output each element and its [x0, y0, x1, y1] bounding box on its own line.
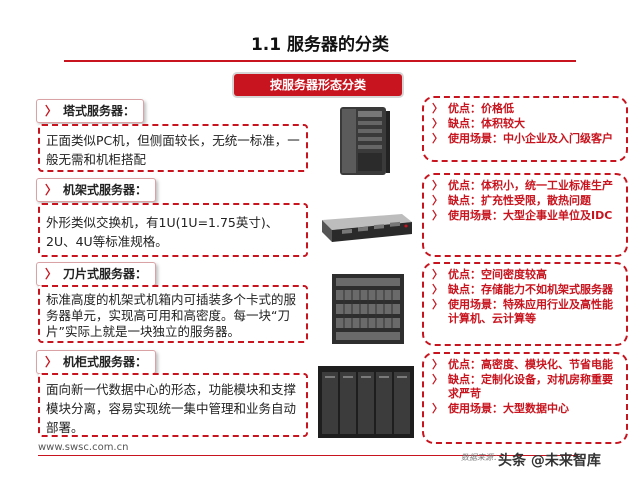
section-label-blade: 〉刀片式服务器： [36, 262, 157, 286]
chevron-right-icon: 〉 [432, 117, 443, 130]
page-title: 1.1 服务器的分类 [250, 35, 390, 55]
procon-cabinet: 〉优点：高密度、模块化、节省电能 〉缺点：定制化设备，对机房称重要求严苛 〉使用… [422, 352, 628, 444]
section-title: 刀片式服务器： [63, 267, 148, 281]
description-blade: 标准高度的机架式机箱内可插装多个卡式的服务器单元，实现高可用和高密度。每一块“刀… [38, 285, 308, 343]
tower-server-image [340, 107, 390, 175]
footer-divider [38, 455, 578, 456]
description-rack: 外形类似交换机，有1U(1U=1.75英寸)、2U、4U等标准规格。 [38, 203, 308, 257]
source-text: 数据来源： [461, 453, 501, 462]
chevron-right-icon: 〉 [432, 283, 443, 296]
section-title: 机柜式服务器： [63, 355, 148, 369]
description-tower: 正面类似PC机，但侧面较长，无统一标准，一般无需和机柜搭配 [38, 124, 308, 172]
chevron-right-icon: 〉 [432, 132, 443, 145]
chevron-right-icon: 〉 [432, 298, 443, 311]
chevron-right-icon: 〉 [432, 209, 443, 222]
scenario-item: 〉使用场景：中小企业及入门级客户 [432, 132, 613, 145]
section-label-rack: 〉机架式服务器： [36, 178, 157, 202]
chevron-right-icon: 〉 [432, 179, 443, 192]
description-cabinet: 面向新一代数据中心的形态，功能模块和支撑模块分离，容易实现统一集中管理和业务自动… [38, 373, 308, 437]
chevron-right-icon: 〉 [45, 355, 58, 369]
category-label: 按服务器形态分类 [234, 74, 402, 96]
chevron-right-icon: 〉 [432, 194, 443, 207]
chevron-right-icon: 〉 [432, 102, 443, 115]
scenario-item: 〉使用场景：大型数据中心 [432, 402, 569, 415]
chevron-right-icon: 〉 [45, 267, 58, 281]
section-label-cabinet: 〉机柜式服务器： [36, 350, 157, 374]
cabinet-server-image [318, 366, 414, 438]
rack-server-image [322, 214, 412, 242]
pro-item: 〉优点：高密度、模块化、节省电能 [432, 358, 613, 371]
chevron-right-icon: 〉 [432, 373, 443, 386]
chevron-right-icon: 〉 [45, 183, 58, 197]
con-item: 〉缺点：定制化设备，对机房称重要求严苛 [432, 373, 613, 400]
procon-tower: 〉优点：价格低 〉缺点：体积较大 〉使用场景：中小企业及入门级客户 [422, 96, 628, 162]
title-divider [64, 60, 576, 62]
procon-blade: 〉优点：空间密度较高 〉缺点：存储能力不如机架式服务器 〉使用场景：特殊应用行业… [422, 262, 628, 346]
chevron-right-icon: 〉 [432, 358, 443, 371]
scenario-item: 〉使用场景：大型企事业单位及IDC [432, 209, 613, 222]
pro-item: 〉优点：体积小，统一工业标准生产 [432, 179, 613, 192]
chevron-right-icon: 〉 [45, 104, 58, 118]
scenario-item: 〉使用场景：特殊应用行业及高性能计算机、云计算等 [432, 298, 613, 325]
section-label-tower: 〉塔式服务器： [36, 99, 145, 123]
section-title: 机架式服务器： [63, 183, 148, 197]
watermark: 头条 @未来智库 [498, 453, 601, 469]
chevron-right-icon: 〉 [432, 402, 443, 415]
con-item: 〉缺点：扩充性受限，散热问题 [432, 194, 591, 207]
section-title: 塔式服务器： [63, 104, 136, 118]
pro-item: 〉优点：价格低 [432, 102, 514, 115]
procon-rack: 〉优点：体积小，统一工业标准生产 〉缺点：扩充性受限，散热问题 〉使用场景：大型… [422, 173, 628, 257]
footer-url: www.swsc.com.cn [38, 442, 129, 453]
blade-server-image [332, 274, 404, 344]
con-item: 〉缺点：体积较大 [432, 117, 525, 130]
pro-item: 〉优点：空间密度较高 [432, 268, 547, 281]
con-item: 〉缺点：存储能力不如机架式服务器 [432, 283, 613, 296]
chevron-right-icon: 〉 [432, 268, 443, 281]
